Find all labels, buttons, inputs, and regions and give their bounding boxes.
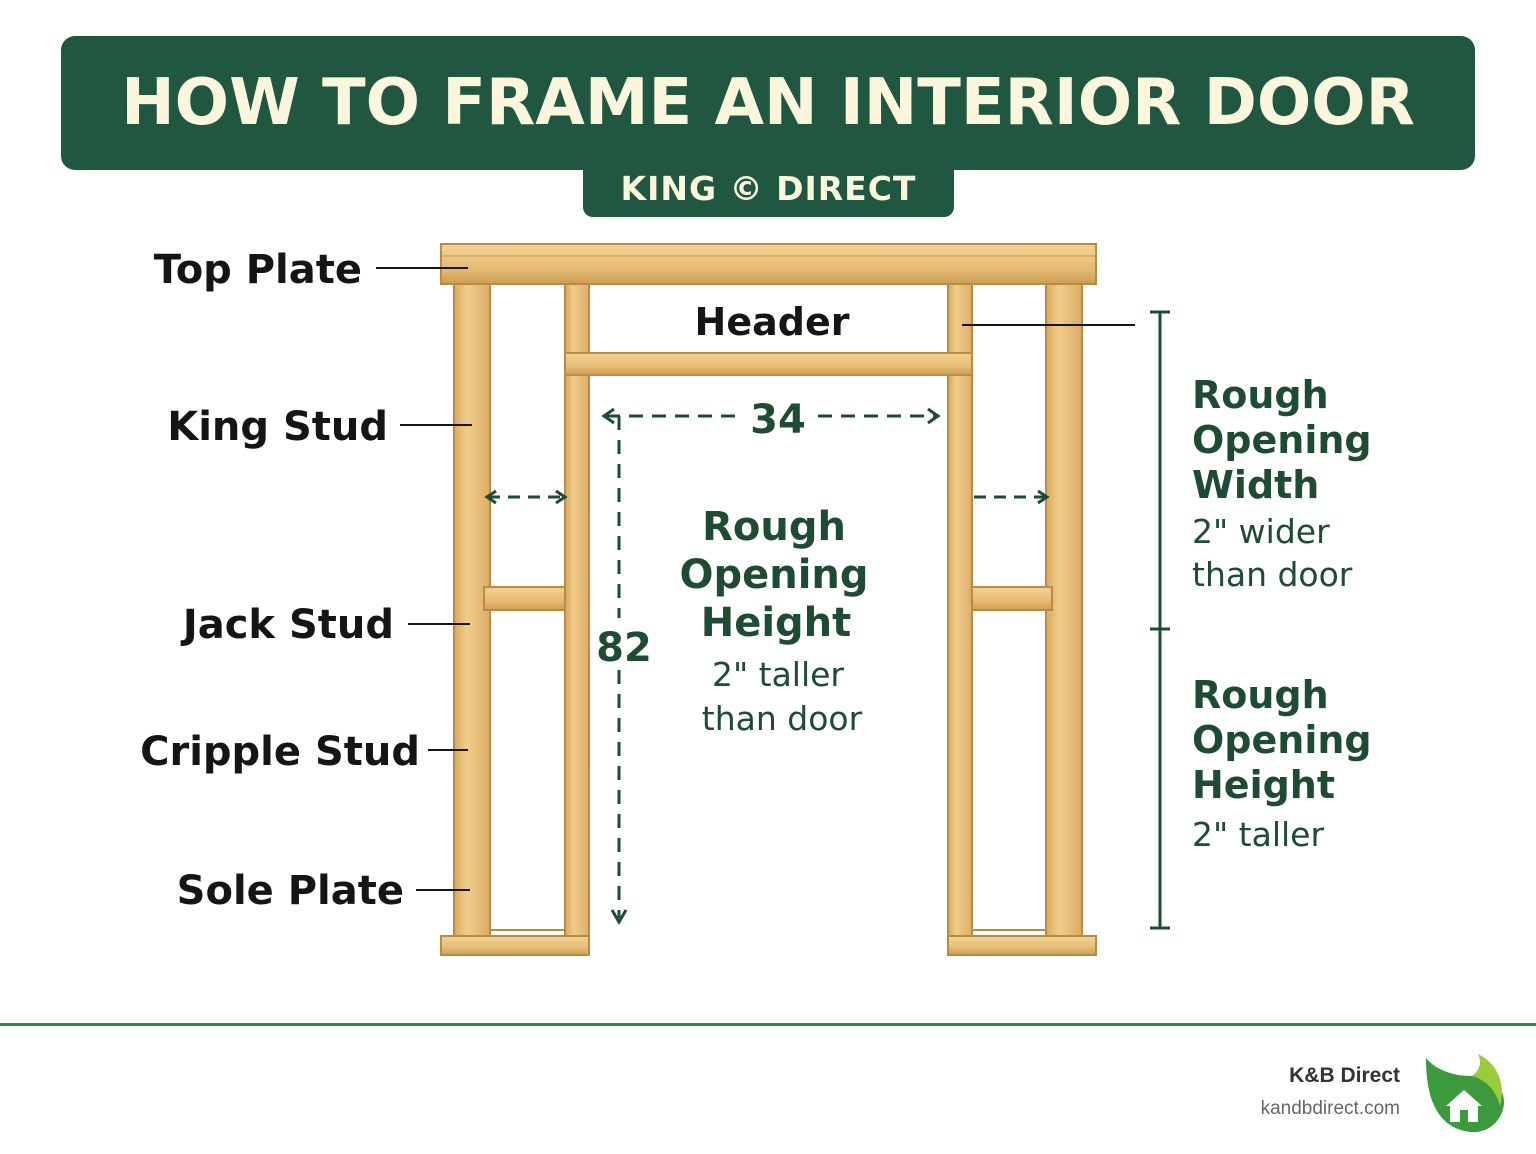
footer-divider [0,1023,1536,1026]
page-title: HOW TO FRAME AN INTERIOR DOOR [121,66,1415,140]
width-value: 34 [750,397,806,443]
right-height-line2: Opening [1192,718,1372,762]
right-height-line3: Height [1192,763,1335,807]
footer-website[interactable]: kandbdirect.com [1260,1098,1400,1119]
label-cripple-stud: Cripple Stud [140,729,420,775]
right-sole-plate [947,935,1097,956]
left-jack-stud [564,283,590,937]
center-note-line5: than door [702,699,863,738]
right-width-line3: Width [1192,463,1319,507]
right-note-height: Rough Opening Height 2" taller [1192,673,1372,854]
brand-tab: KING © DIRECT [583,160,954,217]
label-jack-stud: Jack Stud [180,602,394,648]
center-note-line4: 2" taller [712,655,844,694]
height-dimension [610,416,628,925]
center-note-line1: Rough [702,504,846,550]
center-note: Rough Opening Height 2" taller than door [679,504,868,738]
left-sole-plate [440,935,590,956]
right-width-line5: than door [1192,555,1353,594]
company-logo-icon [1426,1054,1504,1133]
header-beam [564,352,973,376]
footer-company-name: K&B Direct [1289,1064,1400,1087]
right-height-line1: Rough [1192,673,1329,717]
label-top-plate: Top Plate [154,247,362,293]
right-jack-stud [947,283,973,937]
leader-lines [376,267,1135,891]
right-height-line4: 2" taller [1192,815,1324,854]
right-bracket [1150,310,1170,930]
right-width-line2: Opening [1192,418,1372,462]
label-sole-plate: Sole Plate [177,868,404,914]
center-note-line3: Height [701,600,852,646]
left-cripple-block [483,586,566,611]
center-note-line2: Opening [679,552,868,598]
width-dimension [601,407,941,425]
label-king-stud: King Stud [167,404,388,450]
right-note-width: Rough Opening Width 2" wider than door [1192,373,1372,594]
label-header: Header [695,300,850,344]
title-banner: HOW TO FRAME AN INTERIOR DOOR [61,36,1475,170]
right-cripple-block [971,586,1053,611]
height-value: 82 [596,625,652,671]
door-frame-diagram: Top Plate King Stud Jack Stud Cripple St… [140,243,1372,956]
top-plate [440,243,1097,285]
brand-name: KING © DIRECT [620,169,917,208]
right-width-line1: Rough [1192,373,1329,417]
stud-spacing-arrows [484,489,1050,505]
right-width-line4: 2" wider [1192,512,1330,551]
